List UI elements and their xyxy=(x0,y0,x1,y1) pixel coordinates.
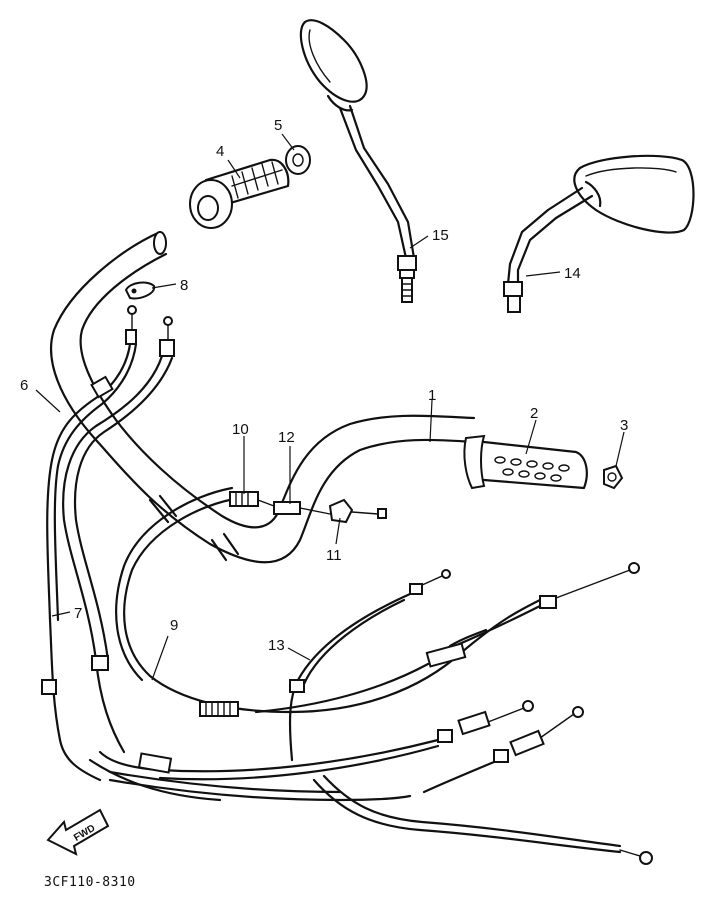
cable-lower-1 xyxy=(98,700,534,781)
callout-10: 10 xyxy=(232,421,249,438)
callout-8: 8 xyxy=(180,277,188,294)
end-weight-part-5 xyxy=(285,145,311,175)
cable-part-13 xyxy=(288,569,451,762)
adjuster-part-10 xyxy=(229,491,259,507)
cable-clip-part-8 xyxy=(124,281,156,300)
throttle-cable-part-6 xyxy=(46,305,138,782)
callout-2: 2 xyxy=(530,405,538,422)
cable-upper-right xyxy=(254,562,640,714)
adjuster-nut-part-11 xyxy=(328,498,387,524)
callout-4: 4 xyxy=(216,143,224,160)
grip-dot-pattern xyxy=(494,456,570,482)
mirror-left-part-15 xyxy=(299,19,417,303)
callout-13: 13 xyxy=(268,637,285,654)
leader-lines xyxy=(35,133,625,681)
throttle-cable-part-7 xyxy=(41,316,175,754)
handlebar-part-1 xyxy=(50,230,476,564)
callout-14: 14 xyxy=(564,265,581,282)
callout-7: 7 xyxy=(74,605,82,622)
grip-knurl-pattern xyxy=(231,161,283,199)
callout-1: 1 xyxy=(428,387,436,404)
callout-9: 9 xyxy=(170,617,178,634)
callout-5: 5 xyxy=(274,117,282,134)
forward-direction-arrow: FWD xyxy=(46,808,110,856)
cable-lower-2 xyxy=(312,706,653,865)
callout-12: 12 xyxy=(278,429,295,446)
end-weight-part-3 xyxy=(603,464,624,490)
callout-3: 3 xyxy=(620,417,628,434)
mirror-right-part-14 xyxy=(503,154,695,313)
left-grip-part-2 xyxy=(463,434,588,490)
callout-11: 11 xyxy=(326,547,342,564)
adjuster-part-12 xyxy=(257,499,331,515)
cable-lower-3 xyxy=(88,758,412,802)
callout-labels: 1 2 3 4 5 6 7 8 9 10 11 12 13 14 15 xyxy=(20,117,628,654)
callout-15: 15 xyxy=(432,227,449,244)
throttle-grip-part-4 xyxy=(189,158,290,229)
diagram-code: 3CF110-8310 xyxy=(44,875,136,890)
callout-6: 6 xyxy=(20,377,28,394)
